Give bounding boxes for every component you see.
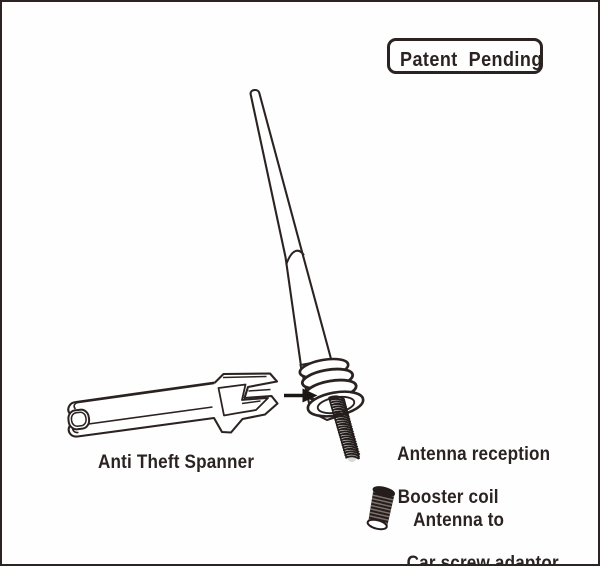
spanner-bevel-top <box>73 382 215 410</box>
antenna-mast <box>249 88 334 376</box>
anti-theft-spanner-label: Anti Theft Spanner <box>98 452 255 473</box>
screw-adaptor <box>366 486 396 531</box>
screw-adaptor-label: Antenna to Car screw adaptor <box>394 489 559 566</box>
screw-adaptor-label-line2: Car screw adaptor <box>406 552 559 566</box>
mast-cone-outline <box>249 88 334 376</box>
patent-pending-label: Patent Pending <box>400 49 543 71</box>
adaptor-top-rim <box>372 486 396 497</box>
spanner-jaw-opening <box>217 383 269 417</box>
antenna-base-collar <box>298 357 365 421</box>
spanner-bevel-bottom <box>73 406 213 427</box>
booster-coil-label: Antenna reception Booster coil <box>378 423 550 529</box>
assembly-arrow <box>284 388 318 403</box>
arrow-head <box>302 388 318 403</box>
booster-coil-label-line1: Antenna reception <box>397 444 551 466</box>
patent-pending-badge <box>387 38 543 74</box>
adaptor-bore <box>366 518 388 531</box>
screw-adaptor-label-line1: Antenna to <box>413 510 505 532</box>
spanner-hanging-hole-inner <box>70 411 87 427</box>
booster-coil <box>328 395 361 462</box>
mast-shoulder-line <box>285 249 305 265</box>
anti-theft-spanner <box>67 372 279 438</box>
booster-coil-label-line2: Booster coil <box>397 486 499 508</box>
